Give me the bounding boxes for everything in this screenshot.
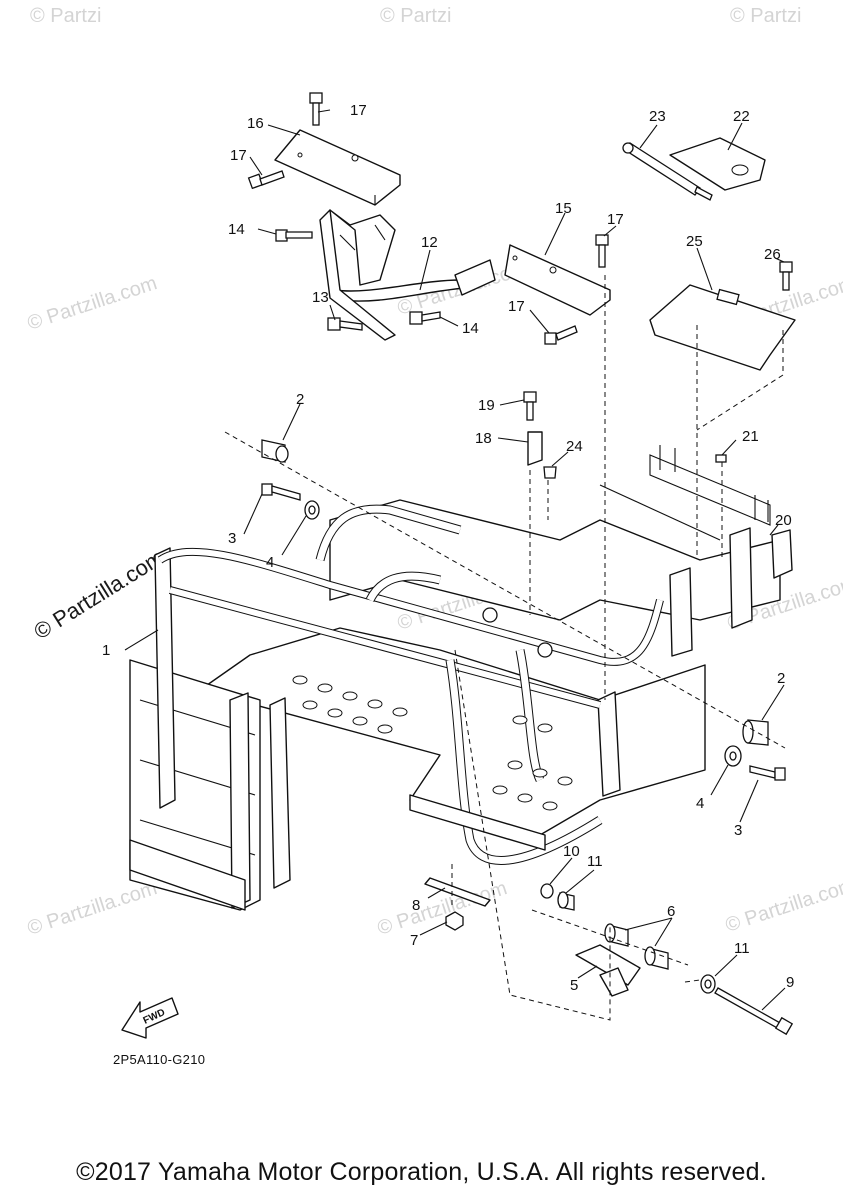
callout-19: 19 [478, 397, 495, 414]
fwd-arrow-icon: FWD [121, 997, 179, 1039]
callout-17: 17 [230, 147, 247, 164]
nut-7 [445, 911, 464, 931]
washer-4 [724, 745, 742, 767]
bolt-17 [595, 234, 609, 268]
callout-14: 14 [462, 320, 479, 337]
copyright-footer: ©2017 Yamaha Motor Corporation, U.S.A. A… [76, 1158, 767, 1186]
callout-2: 2 [296, 391, 304, 408]
plate-8 [424, 877, 491, 907]
drawing-code: 2P5A110-G210 [113, 1052, 206, 1067]
callout-1: 1 [102, 642, 110, 659]
bolt-17 [309, 92, 323, 126]
callout-13: 13 [312, 289, 329, 306]
main-frame [129, 445, 781, 911]
callout-7: 7 [410, 932, 418, 949]
bolt-13 [327, 317, 363, 331]
callout-3: 3 [734, 822, 742, 839]
washer-10 [540, 883, 554, 899]
watermark-dark: © Partzilla.com [29, 544, 168, 644]
upright [597, 691, 621, 797]
callout-9: 9 [786, 974, 794, 991]
bolt-19 [523, 391, 537, 421]
part-21 [715, 454, 727, 463]
watermark: © Partzilla.com [25, 272, 160, 335]
rear-upright [669, 567, 693, 657]
part-20 [771, 529, 793, 579]
callout-24: 24 [566, 438, 583, 455]
callout-21: 21 [742, 428, 759, 445]
callout-14: 14 [228, 221, 245, 238]
callout-18: 18 [475, 430, 492, 447]
watermark: © Partzi [30, 5, 101, 27]
callout-4: 4 [266, 554, 274, 571]
callout-17: 17 [607, 211, 624, 228]
callout-2: 2 [777, 670, 785, 687]
part-2 [742, 719, 769, 746]
callout-15: 15 [555, 200, 572, 217]
callout-12: 12 [421, 234, 438, 251]
callout-11: 11 [734, 940, 750, 957]
callout-6: 6 [667, 903, 675, 920]
front-upright [154, 547, 176, 809]
part-24 [543, 466, 557, 479]
leader-lines [124, 109, 786, 1021]
callout-25: 25 [686, 233, 703, 250]
bolt-14 [275, 229, 313, 242]
part-23 [622, 142, 713, 201]
part-22 [669, 137, 766, 191]
part-5 [575, 944, 641, 997]
bracket-16 [274, 129, 401, 206]
watermark: © Partzi [380, 5, 451, 27]
collar-11 [557, 891, 575, 911]
callout-11: 11 [587, 853, 603, 870]
rear-upright [729, 527, 753, 629]
bracket-12 [319, 209, 496, 341]
callout-8: 8 [412, 897, 420, 914]
bolt-17 [247, 170, 285, 190]
collar-11 [700, 974, 716, 994]
part-2 [261, 439, 289, 463]
bolt-26 [779, 261, 793, 291]
bolt-3 [749, 765, 786, 781]
bolt-14 [409, 311, 441, 325]
callout-17: 17 [350, 102, 367, 119]
callout-16: 16 [247, 115, 264, 132]
callout-26: 26 [764, 246, 781, 263]
callout-23: 23 [649, 108, 666, 125]
washer-4 [304, 500, 320, 520]
callout-5: 5 [570, 977, 578, 994]
floor-holes [292, 675, 573, 811]
part-6 [604, 923, 669, 970]
part-18 [527, 431, 543, 466]
bolt-17 [544, 325, 578, 345]
callout-3: 3 [228, 530, 236, 547]
bracket-15 [504, 244, 611, 316]
callout-4: 4 [696, 795, 704, 812]
callout-17: 17 [508, 298, 525, 315]
callouts: 1 2 2 3 3 4 4 5 6 7 8 9 10 11 11 12 13 1… [102, 102, 794, 994]
watermark: © Partzi [730, 5, 801, 27]
bolt-3 [261, 483, 301, 501]
watermark: © Partzilla.com [25, 877, 160, 940]
callout-20: 20 [775, 512, 792, 529]
bolt-9 [714, 987, 794, 1036]
callout-22: 22 [733, 108, 750, 125]
watermark: © Partzilla.com [723, 874, 843, 937]
part-25 [649, 284, 796, 371]
callout-10: 10 [563, 843, 580, 860]
